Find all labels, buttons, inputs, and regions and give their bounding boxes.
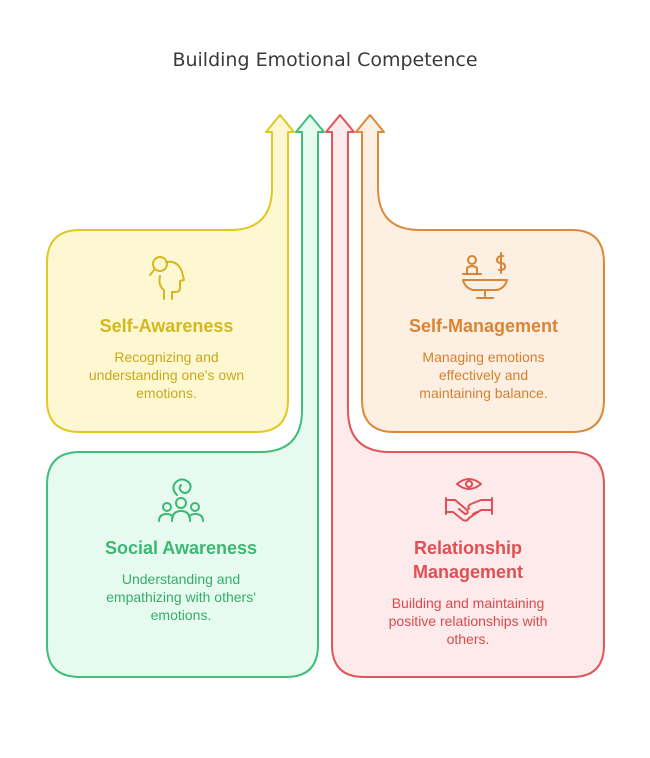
- card-description: Understanding and empathizing with other…: [106, 571, 256, 623]
- head-search-icon: [149, 256, 185, 300]
- card-title: Relationship Management: [412, 538, 524, 582]
- card-self-management: Self-Management Managing emotions effect…: [375, 314, 592, 402]
- card-social-awareness: Social Awareness Understanding and empat…: [58, 536, 304, 624]
- card-description: Recognizing and understanding one's own …: [88, 349, 245, 401]
- card-description: Building and maintaining positive relati…: [388, 595, 548, 647]
- handshake-eye-icon: [445, 478, 493, 522]
- balance-scale-icon: [462, 252, 508, 299]
- social-awareness-shape: [46, 114, 325, 678]
- card-relationship-management: Relationship Management Building and mai…: [358, 536, 578, 648]
- card-title: Self-Management: [408, 316, 559, 336]
- group-thought-icon: [158, 478, 204, 522]
- diagram-title: Building Emotional Competence: [172, 49, 478, 71]
- card-description: Managing emotions effectively and mainta…: [419, 349, 548, 401]
- relationship-management-shape: [325, 114, 605, 678]
- card-title: Social Awareness: [104, 538, 258, 558]
- card-title: Self-Awareness: [99, 316, 234, 336]
- card-self-awareness: Self-Awareness Recognizing and understan…: [58, 314, 275, 402]
- self-awareness-shape: [46, 114, 295, 433]
